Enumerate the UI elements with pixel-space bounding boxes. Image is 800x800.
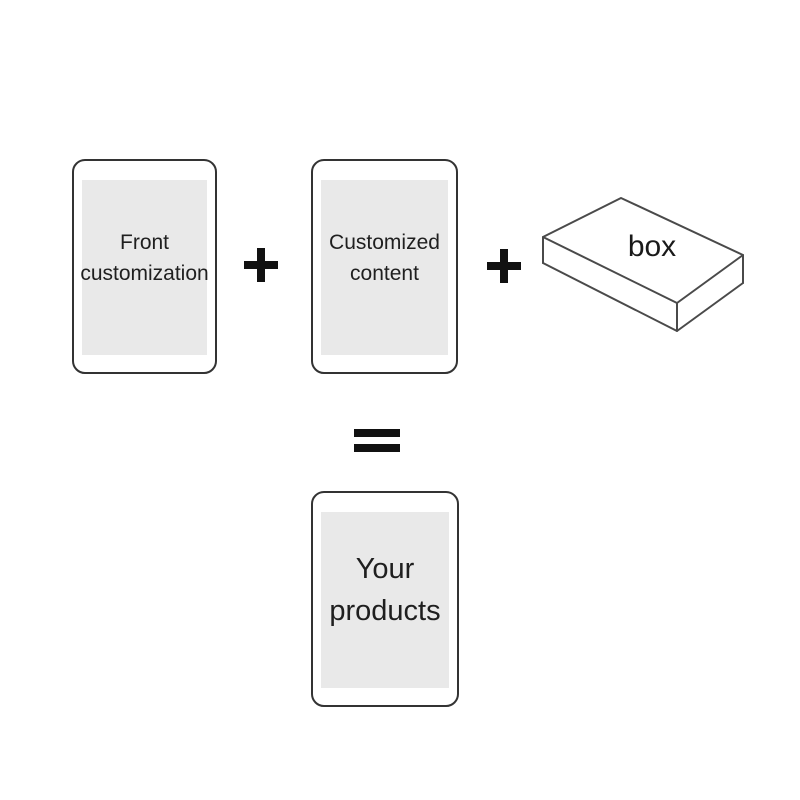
equals-bottom-bar <box>354 444 400 452</box>
panel-customized-line1: Customized <box>329 230 440 254</box>
equals-top-bar <box>354 429 400 437</box>
panel-products-fill: Your products <box>321 512 449 688</box>
panel-front-line2: customization <box>80 261 209 285</box>
box-3d-drawing <box>542 197 744 332</box>
panel-your-products: Your products <box>311 491 459 707</box>
panel-front-customization: Front customization <box>72 159 217 374</box>
panel-products-line2: products <box>329 595 441 627</box>
plus-vertical-bar <box>257 248 265 282</box>
box-bottom-edges <box>542 262 744 332</box>
plus-vertical-bar <box>500 249 508 283</box>
plus-icon <box>244 248 278 282</box>
panel-front-line1: Front <box>120 230 170 254</box>
panel-products-label: Your products <box>329 548 440 632</box>
panel-front-fill: Front customization <box>80 180 209 355</box>
equals-icon <box>354 429 400 452</box>
panel-front-label: Front customization <box>80 227 208 289</box>
panel-customized-fill: Customized content <box>321 180 448 355</box>
panel-customized-content: Customized content <box>311 159 458 374</box>
plus-icon <box>487 249 521 283</box>
box-label: box <box>627 230 677 263</box>
panel-customized-label: Customized content <box>329 227 440 289</box>
panel-customized-line2: content <box>350 261 419 285</box>
panel-products-line1: Your <box>355 553 415 585</box>
